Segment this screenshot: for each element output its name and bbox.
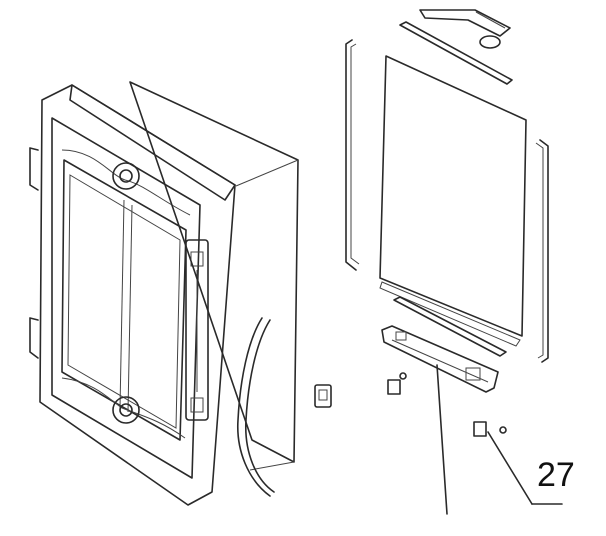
left-glass-rail: [345, 39, 360, 271]
glass-pane: [379, 55, 527, 347]
part-number-27: 27: [537, 456, 575, 494]
leader-line-27: [487, 431, 563, 505]
bottom-strip: [393, 296, 507, 357]
lower-bracket: [381, 325, 499, 393]
door-clip: [314, 384, 332, 408]
top-strip: [399, 21, 513, 85]
door-seal: [237, 317, 275, 497]
door-frame: [29, 84, 236, 506]
fastener-left: [387, 372, 407, 395]
inner-panel: [129, 81, 299, 471]
leader-line-vertical: [436, 364, 448, 515]
right-glass-rail: [535, 139, 549, 363]
top-hardware: [419, 9, 511, 49]
fastener-right: [473, 421, 507, 437]
